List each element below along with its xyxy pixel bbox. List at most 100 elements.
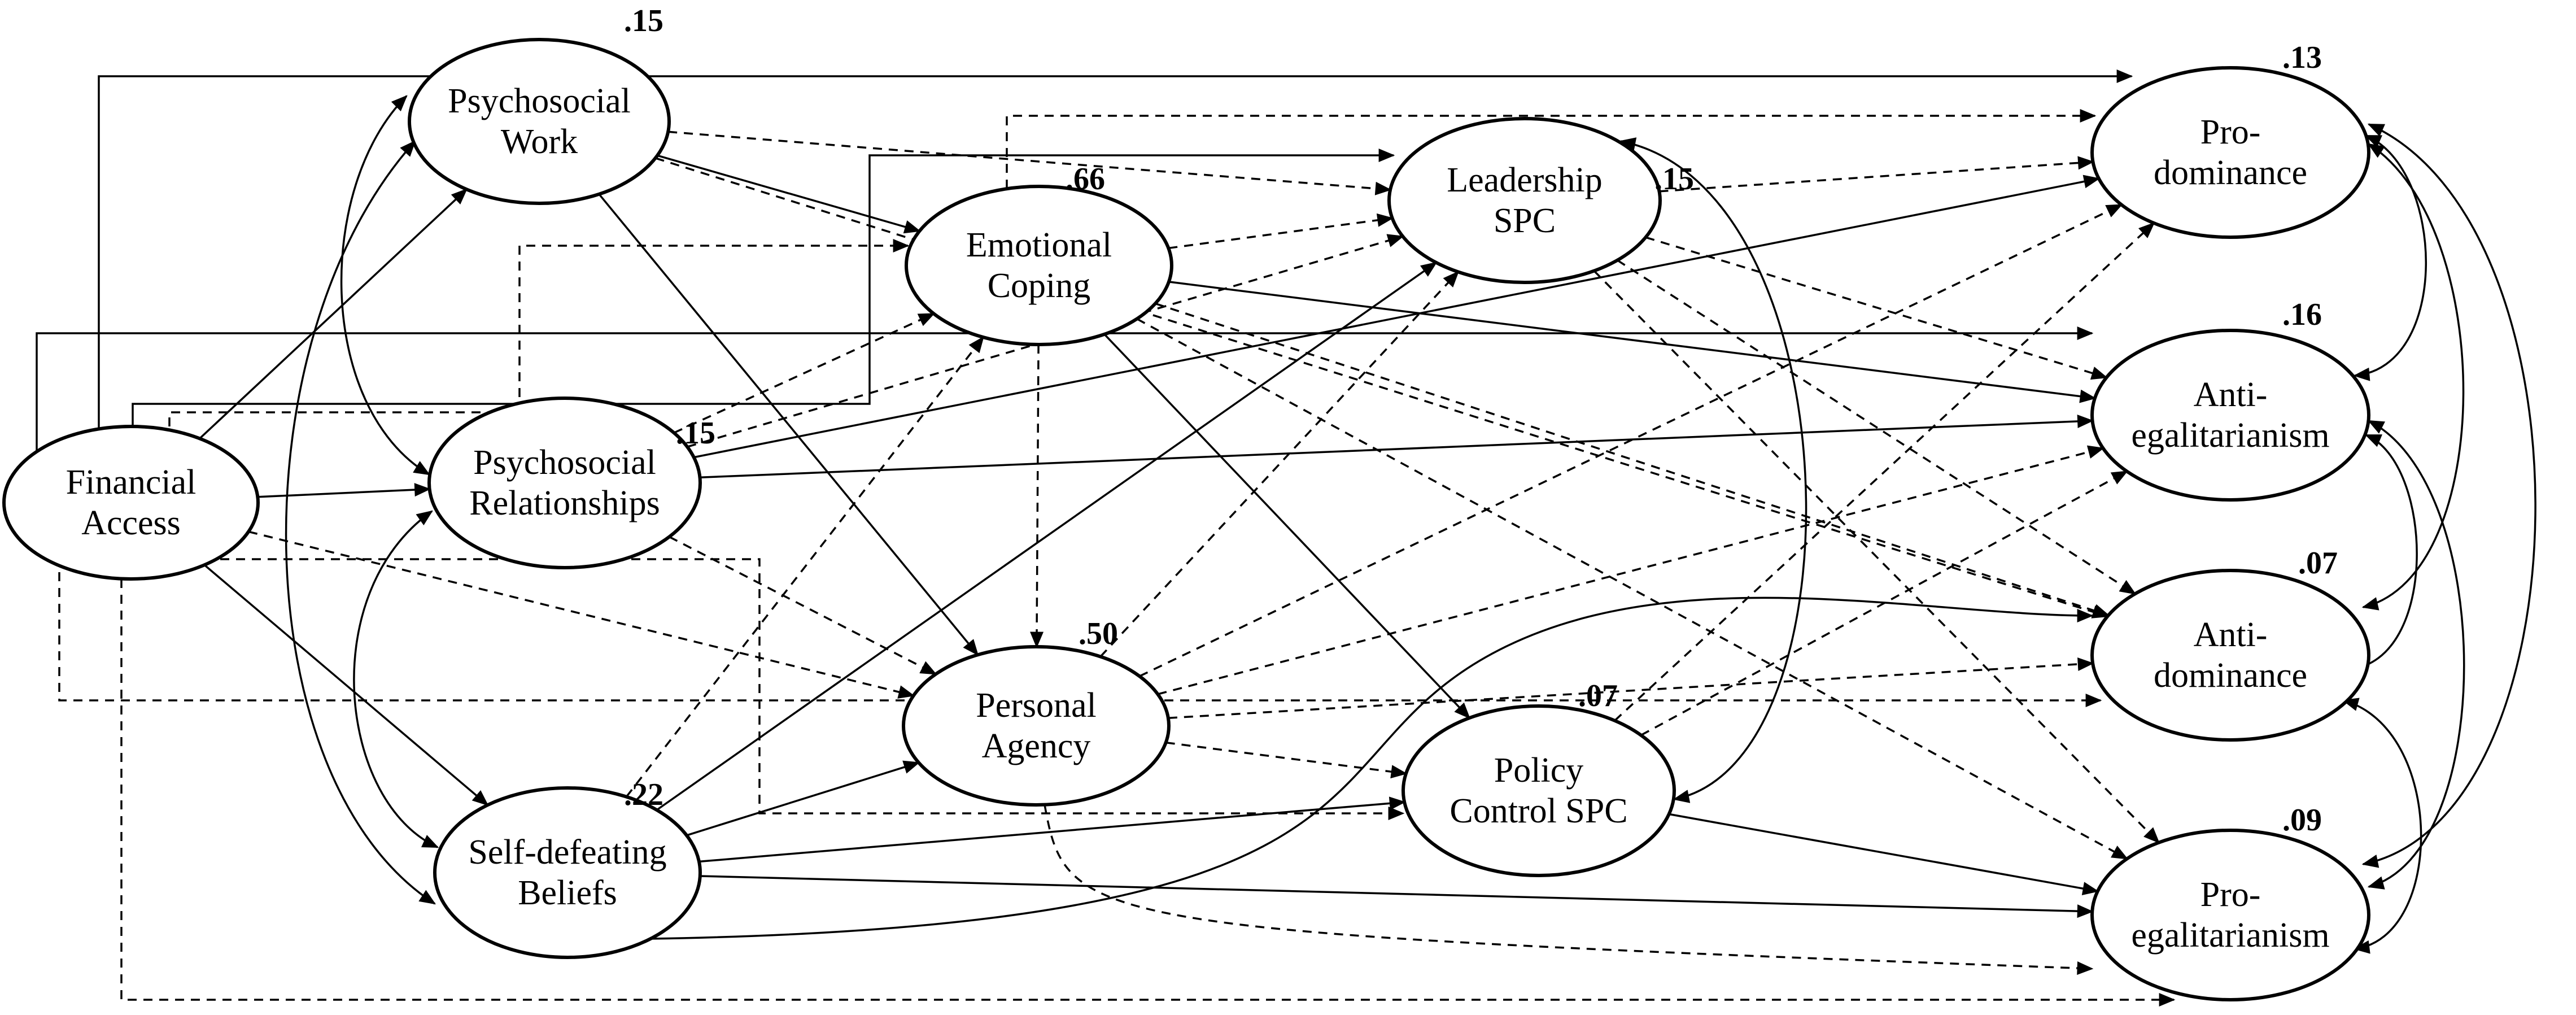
node-label-line: Personal bbox=[976, 686, 1097, 725]
path-arrow-psychosocial-work-to-anti-dominance bbox=[655, 157, 2109, 618]
correlation-pro-dominance-anti-dominance bbox=[2361, 143, 2465, 611]
path-arrow-psychosocial-relationships-to-leadership-spc bbox=[687, 234, 1404, 448]
path-arrow-personal-agency-to-pro-egalitarianism bbox=[1044, 804, 2094, 975]
path-arrow-leadership-spc-to-anti-dominance bbox=[1617, 259, 2137, 595]
node-label-line: Work bbox=[501, 123, 578, 161]
r-squared-label: .07 bbox=[1578, 678, 1618, 713]
node-ellipse bbox=[1387, 117, 1662, 284]
r-squared-label: .15 bbox=[1654, 162, 1694, 197]
path-arrow-policy-control-spc-to-pro-egalitarianism bbox=[1669, 813, 2099, 895]
correlation-pro-dominance-anti-egalitarianism bbox=[2353, 134, 2427, 381]
path-arrow-self-defeating-beliefs-to-policy-control-spc bbox=[698, 796, 1406, 863]
node-anti-egalitarianism: Anti-egalitarianism .16 bbox=[2090, 297, 2370, 502]
node-ellipse bbox=[905, 185, 1173, 346]
correlation-psychosocial-work-self-defeating-beliefs bbox=[285, 140, 436, 905]
r-squared-label: .07 bbox=[2298, 546, 2338, 581]
node-label-line: Coping bbox=[988, 267, 1091, 305]
r-squared-label: .16 bbox=[2282, 297, 2322, 332]
correlation-leadership-spc-policy-control-spc bbox=[1619, 137, 1807, 803]
path-arrow-personal-agency-to-anti-egalitarianism bbox=[1157, 445, 2105, 695]
r-squared-label: .13 bbox=[2282, 40, 2322, 75]
node-label-line: Anti- bbox=[2194, 376, 2268, 414]
path-arrow-self-defeating-beliefs-to-emotional-coping bbox=[626, 336, 984, 798]
node-ellipse bbox=[902, 645, 1171, 807]
node-label-line: Self-defeating bbox=[468, 833, 666, 872]
node-ellipse bbox=[2090, 66, 2370, 239]
node-label-line: Policy bbox=[1494, 751, 1583, 790]
r-squared-label: .22 bbox=[624, 777, 663, 812]
correlation-anti-dominance-pro-egalitarianism bbox=[2342, 698, 2422, 954]
path-arrow-emotional-coping-to-personal-agency bbox=[1030, 344, 1044, 648]
path-arrow-emotional-coping-to-anti-dominance bbox=[1155, 302, 2110, 617]
correlation-psychosocial-relationships-self-defeating-beliefs bbox=[353, 510, 439, 848]
path-arrow-financial-access-to-self-defeating-beliefs bbox=[203, 564, 489, 806]
path-arrow-emotional-coping-to-pro-egalitarianism bbox=[1136, 317, 2129, 860]
path-arrow-policy-control-spc-to-pro-dominance bbox=[1614, 222, 2155, 722]
path-arrow-psychosocial-relationships-to-personal-agency bbox=[669, 535, 937, 675]
correlation-pro-dominance-pro-egalitarianism bbox=[2361, 123, 2536, 868]
correlations-layer bbox=[285, 95, 2536, 954]
path-arrow-financial-access-to-leadership-spc bbox=[132, 149, 1395, 429]
r-squared-label: .50 bbox=[1079, 616, 1118, 651]
correlation-psychosocial-work-psychosocial-relationships bbox=[340, 95, 431, 476]
path-arrow-financial-access-to-pro-egalitarianism bbox=[120, 579, 2176, 1007]
node-label-line: dominance bbox=[2154, 154, 2307, 192]
path-arrow-personal-agency-to-anti-dominance bbox=[1168, 657, 2094, 719]
node-label-line: Beliefs bbox=[518, 874, 617, 912]
path-arrow-personal-agency-to-leadership-spc bbox=[1099, 271, 1460, 657]
node-label-line: Leadership bbox=[1447, 161, 1602, 199]
node-label-line: Control SPC bbox=[1449, 792, 1627, 830]
path-arrow-leadership-spc-to-pro-dominance bbox=[1659, 156, 2094, 193]
path-arrow-personal-agency-to-pro-dominance bbox=[1139, 203, 2123, 677]
path-arrow-emotional-coping-to-anti-egalitarianism bbox=[1168, 281, 2097, 403]
node-pro-dominance: Pro-dominance .13 bbox=[2090, 40, 2370, 239]
path-arrow-financial-access-to-psychosocial-relationships bbox=[257, 483, 431, 498]
node-ellipse bbox=[2, 425, 260, 581]
node-label-line: Agency bbox=[982, 727, 1091, 765]
path-arrow-psychosocial-relationships-to-emotional-coping bbox=[673, 312, 935, 434]
correlation-anti-egalitarianism-pro-egalitarianism bbox=[2367, 420, 2465, 890]
node-ellipse bbox=[2090, 829, 2370, 1001]
path-arrow-financial-access-to-psychosocial-work bbox=[199, 188, 468, 439]
node-anti-dominance: Anti-dominance.07 bbox=[2090, 546, 2370, 742]
path-arrow-financial-access-to-personal-agency bbox=[248, 530, 915, 699]
node-label-line: Psychosocial bbox=[473, 443, 656, 482]
path-arrow-policy-control-spc-to-anti-egalitarianism bbox=[1640, 470, 2128, 737]
node-label-line: Pro- bbox=[2200, 875, 2261, 914]
node-ellipse bbox=[433, 786, 702, 959]
node-ellipse bbox=[427, 397, 702, 569]
path-arrow-emotional-coping-to-policy-control-spc bbox=[1103, 333, 1470, 719]
path-arrow-psychosocial-work-to-emotional-coping bbox=[657, 154, 921, 234]
r-squared-label: .15 bbox=[624, 3, 663, 38]
node-label-line: dominance bbox=[2154, 656, 2307, 695]
path-arrow-emotional-coping-to-pro-dominance bbox=[1006, 109, 2097, 189]
node-label-line: egalitarianism bbox=[2131, 916, 2329, 955]
node-label-line: Psychosocial bbox=[448, 82, 631, 120]
path-arrow-leadership-spc-to-anti-egalitarianism bbox=[1645, 236, 2108, 380]
node-label-line: Financial bbox=[66, 463, 197, 502]
node-label-line: Pro- bbox=[2200, 113, 2261, 151]
node-label-line: Relationships bbox=[469, 484, 660, 522]
path-arrow-financial-access-to-anti-dominance bbox=[58, 556, 2102, 707]
node-ellipse bbox=[408, 38, 671, 205]
path-arrow-psychosocial-relationships-to-pro-dominance bbox=[693, 175, 2101, 459]
path-arrow-financial-access-to-anti-egalitarianism bbox=[36, 326, 2094, 469]
path-arrow-psychosocial-relationships-to-anti-egalitarianism bbox=[700, 414, 2094, 479]
path-arrow-emotional-coping-to-leadership-spc bbox=[1168, 213, 1394, 250]
path-arrow-financial-access-to-pro-dominance bbox=[98, 69, 2133, 429]
node-pro-egalitarianism: Pro-egalitarianism .09 bbox=[2090, 803, 2370, 1001]
path-arrow-leadership-spc-to-pro-egalitarianism bbox=[1593, 270, 2160, 844]
paths-layer bbox=[36, 69, 2176, 1007]
node-ellipse bbox=[1401, 704, 1676, 877]
path-arrow-self-defeating-beliefs-to-pro-egalitarianism bbox=[700, 875, 2094, 918]
path-arrow-psychosocial-work-to-leadership-spc bbox=[668, 130, 1392, 195]
r-squared-label: .09 bbox=[2282, 803, 2322, 838]
r-squared-label: .15 bbox=[676, 416, 715, 451]
node-label-line: egalitarianism bbox=[2131, 416, 2329, 455]
